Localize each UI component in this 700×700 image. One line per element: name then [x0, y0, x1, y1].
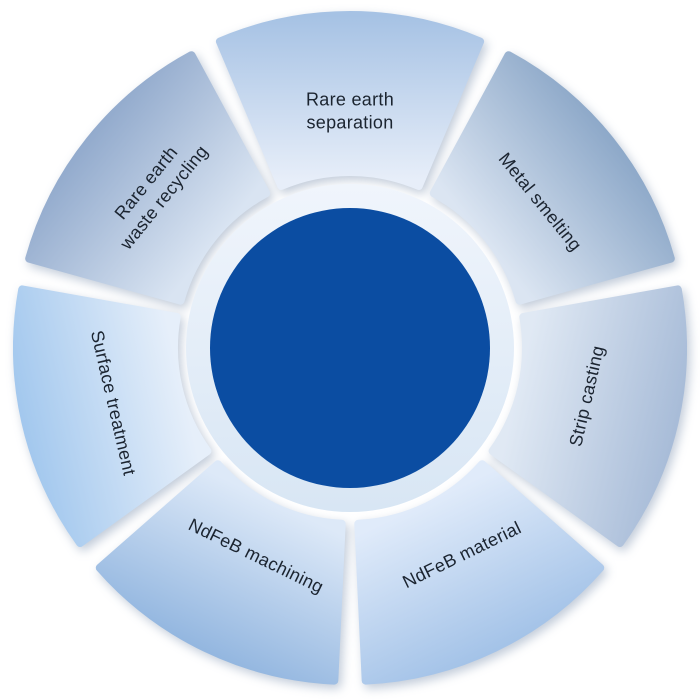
segment-shape-ndfeb-machining [95, 460, 346, 685]
segment-shape-surface-treatment [13, 285, 212, 547]
segment-petals-group [13, 11, 687, 685]
segment-shape-rare-earth-waste-recycling [25, 51, 271, 305]
segment-shape-rare-earth-separation [215, 11, 485, 190]
segment-shape-metal-smelting [429, 51, 675, 305]
center-circle [210, 208, 490, 488]
segment-shape-strip-casting [488, 285, 687, 547]
segment-label-rare-earth-separation: Rare earth separation [305, 89, 395, 133]
segment-shape-ndfeb-material [354, 460, 605, 685]
